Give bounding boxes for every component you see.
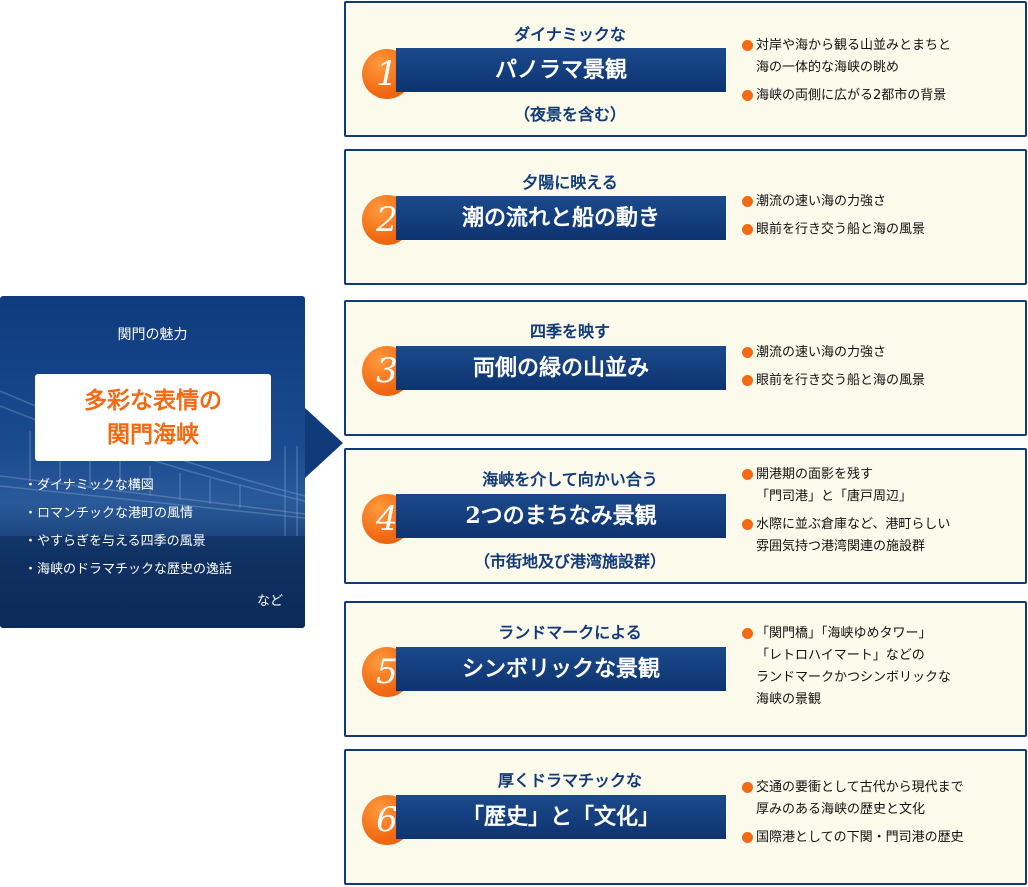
- bullet-dot-icon: [742, 347, 753, 358]
- card-main-title: 2つのまちなみ景観: [396, 494, 726, 538]
- bullet-dot-icon: [742, 519, 753, 530]
- card-note: （市街地及び港湾施設群）: [473, 552, 666, 571]
- card-point-line: 対岸や海から観る山並みとまちと: [756, 38, 952, 53]
- card-point-line: 交通の要衝として古代から現代まで: [756, 780, 964, 795]
- card-point: 対岸や海から観る山並みとまちと 海の一体的な海峡の眺め: [742, 35, 1022, 79]
- card-point-line: 水際に並ぶ倉庫など、港町らしい: [756, 517, 951, 532]
- card-subtitle: 四季を映す: [529, 322, 610, 341]
- card-points: 交通の要衝として古代から現代まで 厚みのある海峡の歴史と文化 国際港としての下関…: [742, 777, 1022, 855]
- card-point: 眼前を行き交う船と海の風景: [742, 370, 1022, 392]
- charm-list-etc: など: [256, 594, 283, 609]
- bullet-dot-icon: [742, 628, 753, 639]
- bullet-dot-icon: [742, 782, 753, 793]
- feature-card-1: 1 ダイナミックな パノラマ景観 （夜景を含む） 対岸や海から観る山並みとまちと…: [344, 1, 1027, 137]
- card-point-line: 開港期の面影を残す: [756, 467, 874, 482]
- feature-card-5: 5 ランドマークによる シンボリックな景観 「関門橋」「海峡ゆめタワー」 「レト…: [344, 601, 1027, 737]
- card-main-title: シンボリックな景観: [396, 647, 726, 691]
- feature-card-2: 2 夕陽に映える 潮の流れと船の動き 潮流の速い海の力強さ 眼前を行き交う船と海…: [344, 149, 1027, 285]
- card-points: 対岸や海から観る山並みとまちと 海の一体的な海峡の眺め 海峡の両側に広がる2都市…: [742, 35, 1022, 113]
- charm-list-item: ロマンチックな港町の風情: [24, 504, 294, 532]
- card-note: （夜景を含む）: [513, 105, 626, 124]
- card-point: 眼前を行き交う船と海の風景: [742, 219, 1022, 241]
- card-points: 「関門橋」「海峡ゆめタワー」 「レトロハイマート」などの ランドマークかつシンボ…: [742, 623, 1022, 717]
- card-point-line: 潮流の速い海の力強さ: [756, 345, 887, 360]
- card-point: 水際に並ぶ倉庫など、港町らしい 雰囲気持つ港湾関連の施設群: [742, 514, 1022, 558]
- bullet-dot-icon: [742, 224, 753, 235]
- card-point: 潮流の速い海の力強さ: [742, 191, 1022, 213]
- card-point-line: 海の一体的な海峡の眺め: [756, 60, 900, 75]
- card-main-title: パノラマ景観: [396, 48, 726, 92]
- card-point: 「関門橋」「海峡ゆめタワー」 「レトロハイマート」などの ランドマークかつシンボ…: [742, 623, 1022, 711]
- card-points: 潮流の速い海の力強さ 眼前を行き交う船と海の風景: [742, 342, 1022, 398]
- feature-card-6: 6 厚くドラマチックな 「歴史」と「文化」 交通の要衝として古代から現代まで 厚…: [344, 749, 1027, 885]
- panel-title-line: 関門海峡: [107, 420, 199, 448]
- card-points: 開港期の面影を残す 「門司港」と「唐戸周辺」 水際に並ぶ倉庫など、港町らしい 雰…: [742, 464, 1022, 564]
- card-point: 潮流の速い海の力強さ: [742, 342, 1022, 364]
- card-point-line: 海峡の両側に広がる2都市の背景: [756, 88, 947, 103]
- bullet-dot-icon: [742, 40, 753, 51]
- card-subtitle: 厚くドラマチックな: [497, 771, 642, 790]
- pointer-arrow-icon: [305, 408, 343, 478]
- card-point-line: 雰囲気持つ港湾関連の施設群: [756, 539, 926, 554]
- card-point-line: 眼前を行き交う船と海の風景: [756, 373, 926, 388]
- card-subtitle: ダイナミックな: [514, 25, 626, 44]
- card-point-line: 「門司港」と「唐戸周辺」: [756, 489, 913, 504]
- card-point-line: ランドマークかつシンボリックな: [756, 670, 952, 685]
- feature-card-4: 4 海峡を介して向かい合う 2つのまちなみ景観 （市街地及び港湾施設群） 開港期…: [344, 448, 1027, 584]
- feature-card-3: 3 四季を映す 両側の緑の山並み 潮流の速い海の力強さ 眼前を行き交う船と海の風…: [344, 300, 1027, 436]
- bullet-dot-icon: [742, 375, 753, 386]
- card-point: 開港期の面影を残す 「門司港」と「唐戸周辺」: [742, 464, 1022, 508]
- panel-caption: 関門の魅力: [117, 327, 188, 343]
- card-point: 国際港としての下関・門司港の歴史: [742, 827, 1022, 849]
- left-panel: 関門の魅力 多彩な表情の 関門海峡 ダイナミックな構図 ロマンチックな港町の風情…: [0, 296, 305, 628]
- panel-title-line: 多彩な表情の: [84, 386, 222, 414]
- card-point: 交通の要衝として古代から現代まで 厚みのある海峡の歴史と文化: [742, 777, 1022, 821]
- charm-list-item: ダイナミックな構図: [24, 476, 294, 504]
- card-subtitle: 海峡を介して向かい合う: [482, 470, 658, 489]
- charm-list-item: やすらぎを与える四季の風景: [24, 532, 294, 560]
- card-points: 潮流の速い海の力強さ 眼前を行き交う船と海の風景: [742, 191, 1022, 247]
- card-point-line: 眼前を行き交う船と海の風景: [756, 222, 926, 237]
- card-subtitle: 夕陽に映える: [522, 173, 618, 192]
- bullet-dot-icon: [742, 832, 753, 843]
- bullet-dot-icon: [742, 469, 753, 480]
- charm-list-item: 海峡のドラマチックな歴史の逸話: [24, 560, 294, 588]
- card-point-line: 海峡の景観: [756, 692, 822, 707]
- card-point-line: 国際港としての下関・門司港の歴史: [756, 830, 964, 845]
- charm-list: ダイナミックな構図 ロマンチックな港町の風情 やすらぎを与える四季の風景 海峡の…: [24, 476, 294, 588]
- card-point-line: 「関門橋」「海峡ゆめタワー」: [756, 626, 932, 641]
- card-main-title: 両側の緑の山並み: [396, 346, 726, 390]
- card-point: 海峡の両側に広がる2都市の背景: [742, 85, 1022, 107]
- card-point-line: 潮流の速い海の力強さ: [756, 194, 887, 209]
- bullet-dot-icon: [742, 90, 753, 101]
- card-point-line: 厚みのある海峡の歴史と文化: [756, 802, 926, 817]
- card-subtitle: ランドマークによる: [498, 623, 642, 642]
- card-point-line: 「レトロハイマート」などの: [756, 648, 925, 663]
- panel-title-box: 多彩な表情の 関門海峡: [35, 374, 271, 461]
- bullet-dot-icon: [742, 196, 753, 207]
- card-main-title: 潮の流れと船の動き: [396, 196, 726, 240]
- card-main-title: 「歴史」と「文化」: [396, 795, 726, 839]
